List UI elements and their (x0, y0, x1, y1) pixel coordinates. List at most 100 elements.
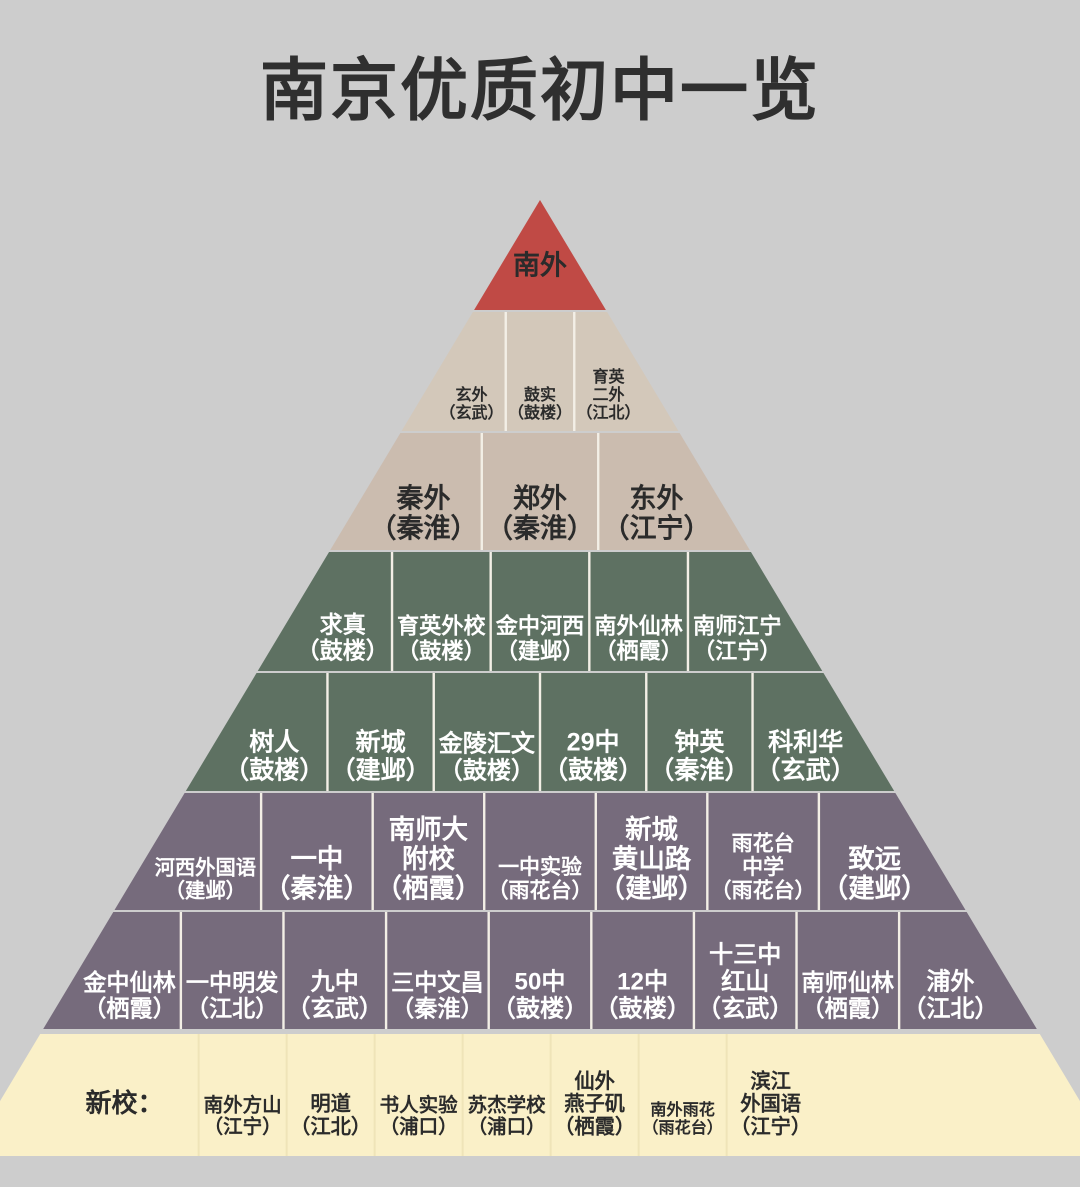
tier-4-cell[interactable]: 育英外校（鼓楼） (397, 614, 486, 664)
tier-6-cell[interactable]: 河西外国语（建邺） (155, 856, 256, 903)
cell-district: （栖霞） (594, 638, 683, 663)
cell-district: （鼓楼） (439, 758, 535, 785)
tier-1-shape[interactable] (474, 200, 606, 310)
cell-school-name: 育英 (593, 367, 626, 386)
cell-district: （江宁） (602, 513, 710, 544)
cell-district: （栖霞） (802, 995, 895, 1021)
tier-7-cell[interactable]: 浦外（江北） (902, 968, 998, 1023)
tier-2-cell[interactable]: 鼓实（鼓楼） (508, 385, 572, 422)
tier-5-cell[interactable]: 科利华（玄武） (756, 727, 856, 784)
cell-school-name: 秦外 (396, 483, 451, 513)
tier-4-cell[interactable]: 南师江宁（江宁） (693, 614, 782, 664)
tier-7-cell[interactable]: 三中文昌（秦淮） (391, 970, 484, 1022)
tier-3-cell[interactable]: 东外（江宁） (602, 482, 710, 543)
tier-5-cell[interactable]: 钟英（秦淮） (649, 728, 749, 784)
cell-district: （建邺） (822, 874, 928, 904)
cell-district: （秦淮） (486, 514, 594, 544)
cell-district: （玄武） (287, 995, 383, 1023)
cell-school-name: 三中文昌 (391, 970, 484, 996)
cell-school-name: 南外方山 (204, 1093, 282, 1116)
pyramid-tier-shapes (0, 200, 1080, 1156)
cell-school-name: 苏杰学校 (468, 1093, 547, 1116)
tier-7-cell[interactable]: 九中（玄武） (287, 969, 383, 1023)
tier-7-cell[interactable]: 金中仙林（栖霞） (82, 970, 176, 1022)
cell-school-name: 雨花台 (732, 831, 795, 855)
tier-7-shape[interactable] (43, 912, 1037, 1029)
cell-district: （江宁） (693, 638, 782, 663)
cell-district: （建邺） (330, 756, 430, 785)
tier-5-cell[interactable]: 29中（鼓楼） (543, 728, 643, 784)
tier-3-cell[interactable]: 秦外（秦淮） (370, 483, 478, 543)
tier-5-cell[interactable]: 新城（建邺） (330, 727, 430, 784)
tier-3-cell[interactable]: 郑外（秦淮） (486, 483, 594, 543)
cell-school-name: 东外 (629, 482, 683, 513)
cell-school-name: 一中 (290, 844, 343, 874)
cell-school-name: 南外仙林 (594, 614, 683, 639)
tier-4-cell[interactable]: 求真（鼓楼） (297, 612, 389, 664)
cell-school-name: 郑外 (513, 483, 567, 513)
cell-district: （鼓楼） (397, 638, 486, 663)
tier-new-schools-cell[interactable]: 苏杰学校（浦口） (468, 1093, 547, 1138)
cell-district: （玄武） (697, 995, 793, 1023)
tier-new-schools-cell[interactable]: 明道（江北） (290, 1092, 371, 1139)
cell-district: （江北） (902, 996, 998, 1023)
cell-school-name: 新城 (625, 814, 678, 844)
tier-7-cell[interactable]: 南师仙林（栖霞） (802, 970, 895, 1022)
cell-school-name: 南师大 (389, 814, 469, 844)
tier-6-cell[interactable]: 致远（建邺） (822, 844, 928, 904)
cell-school-name: 一中实验 (498, 855, 582, 879)
tier-7-cell[interactable]: 一中明发（江北） (186, 970, 279, 1022)
tier-new-schools-shape[interactable] (0, 1034, 1080, 1156)
cell-school-name: 致远 (848, 844, 901, 874)
tier-6-cell[interactable]: 一中（秦淮） (264, 844, 370, 904)
cell-school-name: 浦外 (926, 968, 974, 996)
cell-district: （玄武） (439, 403, 503, 422)
new-schools-label: 新校： (86, 1088, 164, 1118)
cell-school-name: 50中 (515, 969, 566, 996)
tier-7-cell[interactable]: 12中（鼓楼） (594, 969, 690, 1023)
tier-6-cell[interactable]: 一中实验（雨花台） (488, 855, 593, 902)
cell-district: （浦口） (380, 1115, 458, 1138)
tier-4-cell[interactable]: 南外仙林（栖霞） (594, 614, 683, 664)
cell-school-name: 金陵汇文 (438, 730, 536, 758)
tier-4-shape[interactable] (257, 552, 823, 671)
tier-2-cell[interactable]: 玄外（玄武） (439, 385, 503, 422)
pyramid-cell-labels: 南外玄外（玄武）鼓实（鼓楼）育英二外（江北）秦外（秦淮）郑外（秦淮）东外（江宁）… (82, 251, 998, 1139)
tier-7-cell[interactable]: 50中（鼓楼） (492, 969, 588, 1023)
cell-district: （雨花台） (711, 878, 816, 902)
tier-4-cell[interactable]: 金中河西（建邺） (495, 614, 585, 664)
cell-district: （建邺） (496, 638, 585, 663)
tier-1-cell[interactable]: 南外 (513, 251, 567, 281)
tier-new-schools-cell[interactable]: 书人实验（浦口） (380, 1093, 459, 1138)
cell-district: （江宁） (730, 1114, 811, 1138)
cell-school-name: 滨江 (750, 1069, 791, 1093)
cell-school-name: 新城 (356, 727, 406, 756)
cell-school-name: 鼓实 (524, 385, 556, 404)
cell-school-name: 书人实验 (380, 1093, 459, 1116)
cell-school-name: 中学 (742, 855, 784, 879)
tier-2-shape[interactable] (401, 312, 679, 431)
cell-district: （江北） (577, 404, 641, 422)
tier-new-schools-cell[interactable]: 南外雨花（雨花台） (642, 1100, 723, 1137)
cell-district: （建邺） (165, 878, 246, 902)
tier-6-shape[interactable] (114, 793, 966, 910)
cell-school-name: 外国语 (740, 1092, 801, 1116)
cell-district: （鼓楼） (297, 637, 389, 663)
tier-5-cell[interactable]: 树人（鼓楼） (224, 728, 324, 784)
tier-3-shape[interactable] (330, 433, 750, 550)
tier-5-cell[interactable]: 金陵汇文（鼓楼） (438, 730, 536, 785)
cell-school-name: 明道 (310, 1092, 351, 1116)
cell-school-name: 科利华 (768, 727, 843, 756)
tier-new-schools-cell[interactable]: 南外方山（江宁） (204, 1093, 282, 1138)
cell-district: （浦口） (468, 1115, 546, 1138)
cell-school-name: 钟英 (674, 728, 725, 756)
cell-school-name: 29中 (567, 728, 620, 756)
